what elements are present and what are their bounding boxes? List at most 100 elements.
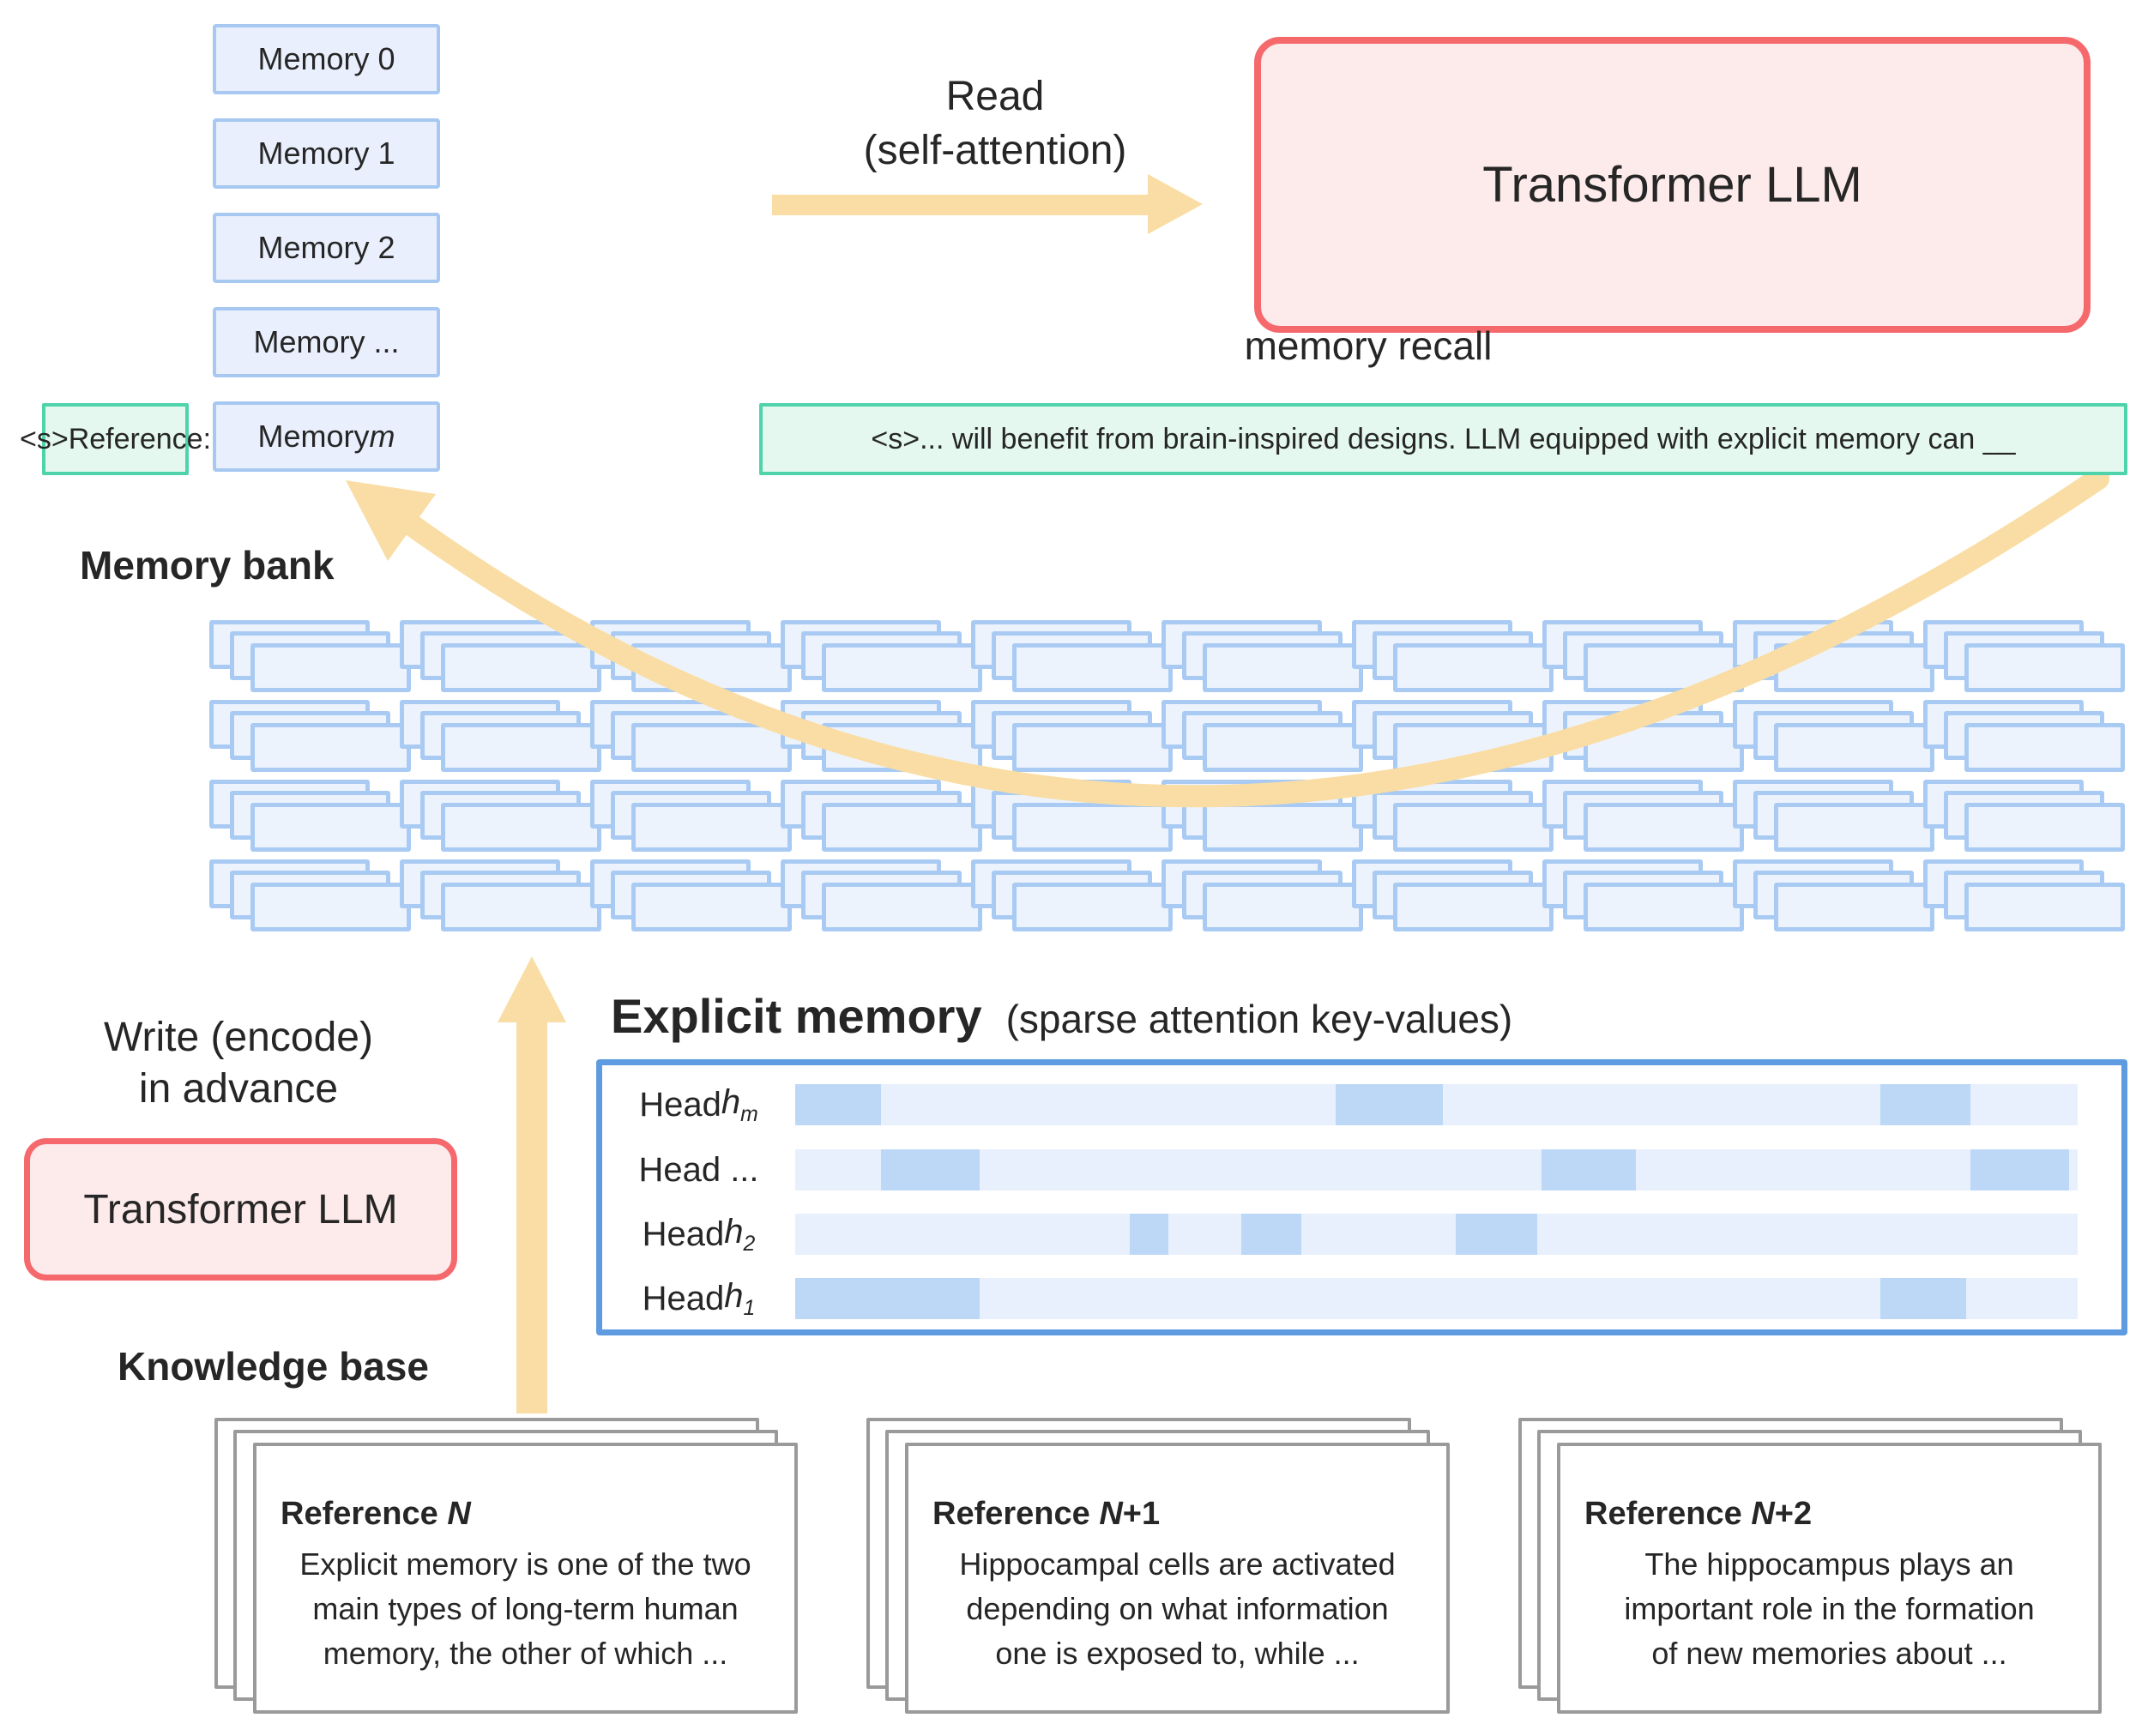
- transformer-llm-small-label: Transformer LLM: [83, 1186, 398, 1233]
- write-label-line2: in advance: [138, 1066, 339, 1112]
- memory-bank-card: [1584, 883, 1744, 931]
- attention-kv-segment: [795, 1084, 881, 1125]
- memory-bank-card: [1203, 723, 1363, 772]
- head-label-symbol: hm: [721, 1082, 758, 1126]
- memory-bank-card: [1964, 723, 2125, 772]
- reference-title-suffix: +1: [1122, 1496, 1161, 1532]
- head-row-label: Head h1: [602, 1277, 795, 1320]
- head-label-text: Head: [642, 1279, 725, 1317]
- reference-title-index: N: [1751, 1496, 1775, 1532]
- explicit-memory-heading: Explicit memory(sparse attention key-val…: [611, 988, 1512, 1044]
- memory-bank-stack: [1542, 780, 1744, 852]
- memory-slot: Memory 0: [213, 24, 440, 94]
- memory-slot-label: Memory 1: [257, 136, 395, 171]
- reference-card-line: of new memories about ...: [1651, 1636, 2007, 1671]
- memory-bank-stack: [590, 620, 792, 692]
- memory-bank-stack: [1161, 859, 1363, 931]
- reference-card-title: Reference N+2: [1584, 1496, 1812, 1533]
- reference-card-line: important role in the formation: [1624, 1591, 2035, 1626]
- attention-kv-segment: [1542, 1149, 1636, 1190]
- memory-bank-card: [250, 883, 411, 931]
- memory-bank-card: [1203, 803, 1363, 852]
- memory-bank-card: [1203, 883, 1363, 931]
- memory-bank-card: [1012, 883, 1173, 931]
- memory-bank-stack: [781, 859, 982, 931]
- reference-card-line: one is exposed to, while ...: [995, 1636, 1360, 1671]
- transformer-llm-box: Transformer LLM: [1254, 37, 2091, 333]
- reference-title-prefix: Reference: [281, 1496, 448, 1532]
- memory-bank-card: [441, 883, 601, 931]
- memory-recall-arrowhead: [346, 480, 436, 561]
- memory-bank-stack: [400, 780, 601, 852]
- memory-bank-label: Memory bank: [80, 543, 335, 588]
- memory-bank-stack: [971, 780, 1173, 852]
- memory-bank-card: [1012, 643, 1173, 692]
- memory-bank-card: [1393, 723, 1554, 772]
- memory-bank-stack: [1352, 859, 1554, 931]
- memory-bank-stack: [590, 700, 792, 772]
- reference-card-line: Hippocampal cells are activated: [959, 1546, 1396, 1582]
- head-row-label: Head hm: [602, 1082, 795, 1126]
- head-label-text: Head: [642, 1215, 725, 1253]
- memory-slot-label: Memory ...: [253, 324, 400, 359]
- memory-slot: Memory m: [213, 401, 440, 472]
- memory-bank-card: [822, 883, 982, 931]
- memory-bank-card: [631, 883, 792, 931]
- memory-bank-card: [822, 723, 982, 772]
- memory-bank-card: [250, 643, 411, 692]
- memory-bank-stack: [971, 700, 1173, 772]
- attention-kv-track: [795, 1278, 2078, 1319]
- memory-bank-card: [822, 803, 982, 852]
- attention-kv-segment: [1336, 1084, 1443, 1125]
- memory-bank-card: [441, 723, 601, 772]
- memory-bank-card: [1774, 723, 1934, 772]
- memory-bank-stack: [1923, 620, 2125, 692]
- knowledge-base-label: Knowledge base: [118, 1344, 429, 1389]
- attention-kv-segment: [1130, 1214, 1168, 1255]
- memory-bank-card: [1584, 723, 1744, 772]
- memory-bank-stack: [1733, 620, 1934, 692]
- memory-bank-card: [631, 723, 792, 772]
- memory-bank-card: [1393, 643, 1554, 692]
- transformer-llm-label: Transformer LLM: [1482, 157, 1862, 213]
- memory-bank-card: [1774, 803, 1934, 852]
- memory-bank-card: [1964, 803, 2125, 852]
- memory-bank-card: [631, 643, 792, 692]
- memory-bank-stack: [590, 780, 792, 852]
- memory-bank-card: [250, 803, 411, 852]
- read-label-line2: (self-attention): [863, 128, 1127, 173]
- memory-bank-stack: [1352, 780, 1554, 852]
- reference-card-line: depending on what information: [966, 1591, 1389, 1626]
- head-row-label: Head ...: [602, 1149, 795, 1190]
- memory-bank-stack: [209, 700, 411, 772]
- head-label-symbol: h2: [724, 1212, 756, 1256]
- reference-tag-box: <s>Reference:: [20, 403, 211, 475]
- head-label-subscript: m: [740, 1102, 758, 1126]
- memory-slot-label: Memory 2: [257, 230, 395, 265]
- reference-card-title: Reference N: [281, 1496, 471, 1533]
- memory-slot: Memory 1: [213, 118, 440, 189]
- explicit-memory-subtitle: (sparse attention key-values): [1005, 997, 1513, 1041]
- head-row-label: Head h2: [602, 1212, 795, 1256]
- memory-bank-stack: [1352, 620, 1554, 692]
- attention-kv-segment: [1456, 1214, 1537, 1255]
- memory-slot-label: Memory 0: [257, 41, 395, 76]
- memory-bank-stack: [209, 780, 411, 852]
- attention-kv-segment: [1880, 1084, 1970, 1125]
- attention-kv-segment: [1241, 1214, 1301, 1255]
- memory-slot-label: Memory: [257, 419, 370, 454]
- memory-bank-stack: [400, 620, 601, 692]
- memory-bank-stack: [1161, 780, 1363, 852]
- memory-bank-card: [441, 803, 601, 852]
- write-arrow: [498, 956, 566, 1414]
- memory-bank-stack: [1733, 700, 1934, 772]
- attention-kv-segment: [1970, 1149, 2069, 1190]
- memory-bank-stack: [209, 859, 411, 931]
- memory-slot-index: m: [369, 419, 395, 454]
- head-label-text: Head ...: [638, 1150, 759, 1189]
